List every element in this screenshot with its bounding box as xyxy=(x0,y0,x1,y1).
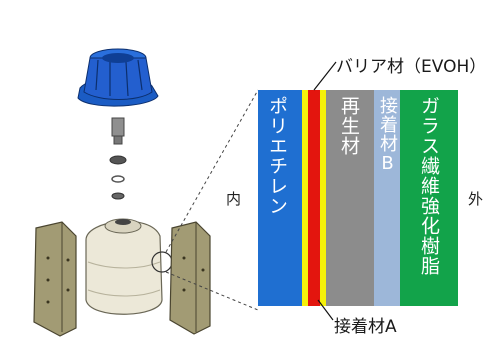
barrier-leader xyxy=(313,61,337,91)
layer-stack xyxy=(258,90,458,306)
layer-adhesive-a-1 xyxy=(302,90,308,306)
layer-label-adhesive-b: 接着材B xyxy=(377,96,398,175)
layer-adhesive-a-2 xyxy=(320,90,326,306)
right-shell xyxy=(169,221,211,335)
top-cap xyxy=(77,48,159,107)
layer-evoh xyxy=(308,90,320,306)
adhesive-a-leader xyxy=(317,299,334,321)
left-shell xyxy=(33,221,77,337)
outer-label: 外 xyxy=(468,190,484,208)
layer-label-recycled: 再生材 xyxy=(338,96,360,156)
inner-label: 内 xyxy=(226,190,242,208)
tank-body xyxy=(85,218,173,315)
layer-adhesive-b xyxy=(374,90,400,306)
valve-parts xyxy=(109,117,127,200)
barrier-label: バリア材（EVOH） xyxy=(336,57,487,77)
layer-polyethylene xyxy=(258,90,302,306)
layer-recycled xyxy=(326,90,374,306)
adhesive-a-label: 接着材A xyxy=(334,317,397,337)
layer-label-polyethylene: ポリエチレン xyxy=(266,96,288,216)
zoom-lines xyxy=(165,89,259,311)
layer-gfrp xyxy=(400,90,458,306)
layer-label-gfrp: ガラス繊維強化樹脂 xyxy=(418,96,440,276)
